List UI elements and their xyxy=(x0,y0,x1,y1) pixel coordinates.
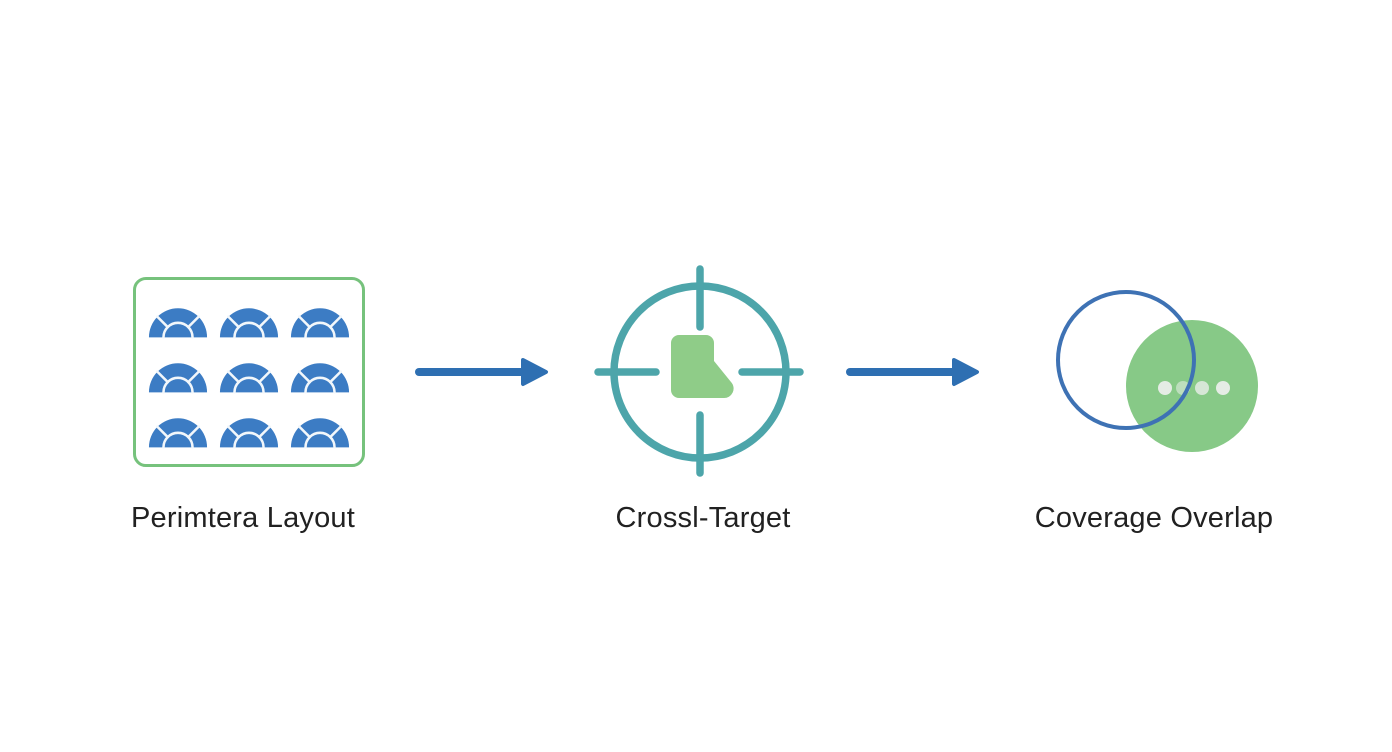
overlap-dot xyxy=(1158,381,1172,395)
dome-icon xyxy=(290,417,351,449)
dome-icon xyxy=(290,362,351,394)
arrow-right-icon xyxy=(846,358,979,386)
overlap-dot xyxy=(1195,381,1209,395)
dome-icon xyxy=(147,362,208,394)
step-label-perimeter-layout: Perimtera Layout xyxy=(130,502,356,534)
dome-grid-icon xyxy=(138,282,360,462)
crosshair-target-icon xyxy=(594,265,804,477)
dome-icon xyxy=(290,307,351,339)
dome-icon xyxy=(147,417,208,449)
dome-icon xyxy=(218,362,280,394)
perimeter-box xyxy=(133,277,365,467)
dome-icon xyxy=(218,417,280,449)
step-label-cross-target: Crossl-Target xyxy=(615,502,791,534)
arrow-right-icon xyxy=(415,358,548,386)
venn-overlap-icon xyxy=(1056,290,1258,452)
dome-icon xyxy=(218,307,280,339)
dome-icon xyxy=(147,307,208,339)
outline-circle xyxy=(1056,290,1196,430)
step-label-coverage-overlap: Coverage Overlap xyxy=(1034,502,1274,534)
overlap-dot xyxy=(1216,381,1230,395)
boot-icon xyxy=(671,335,734,399)
